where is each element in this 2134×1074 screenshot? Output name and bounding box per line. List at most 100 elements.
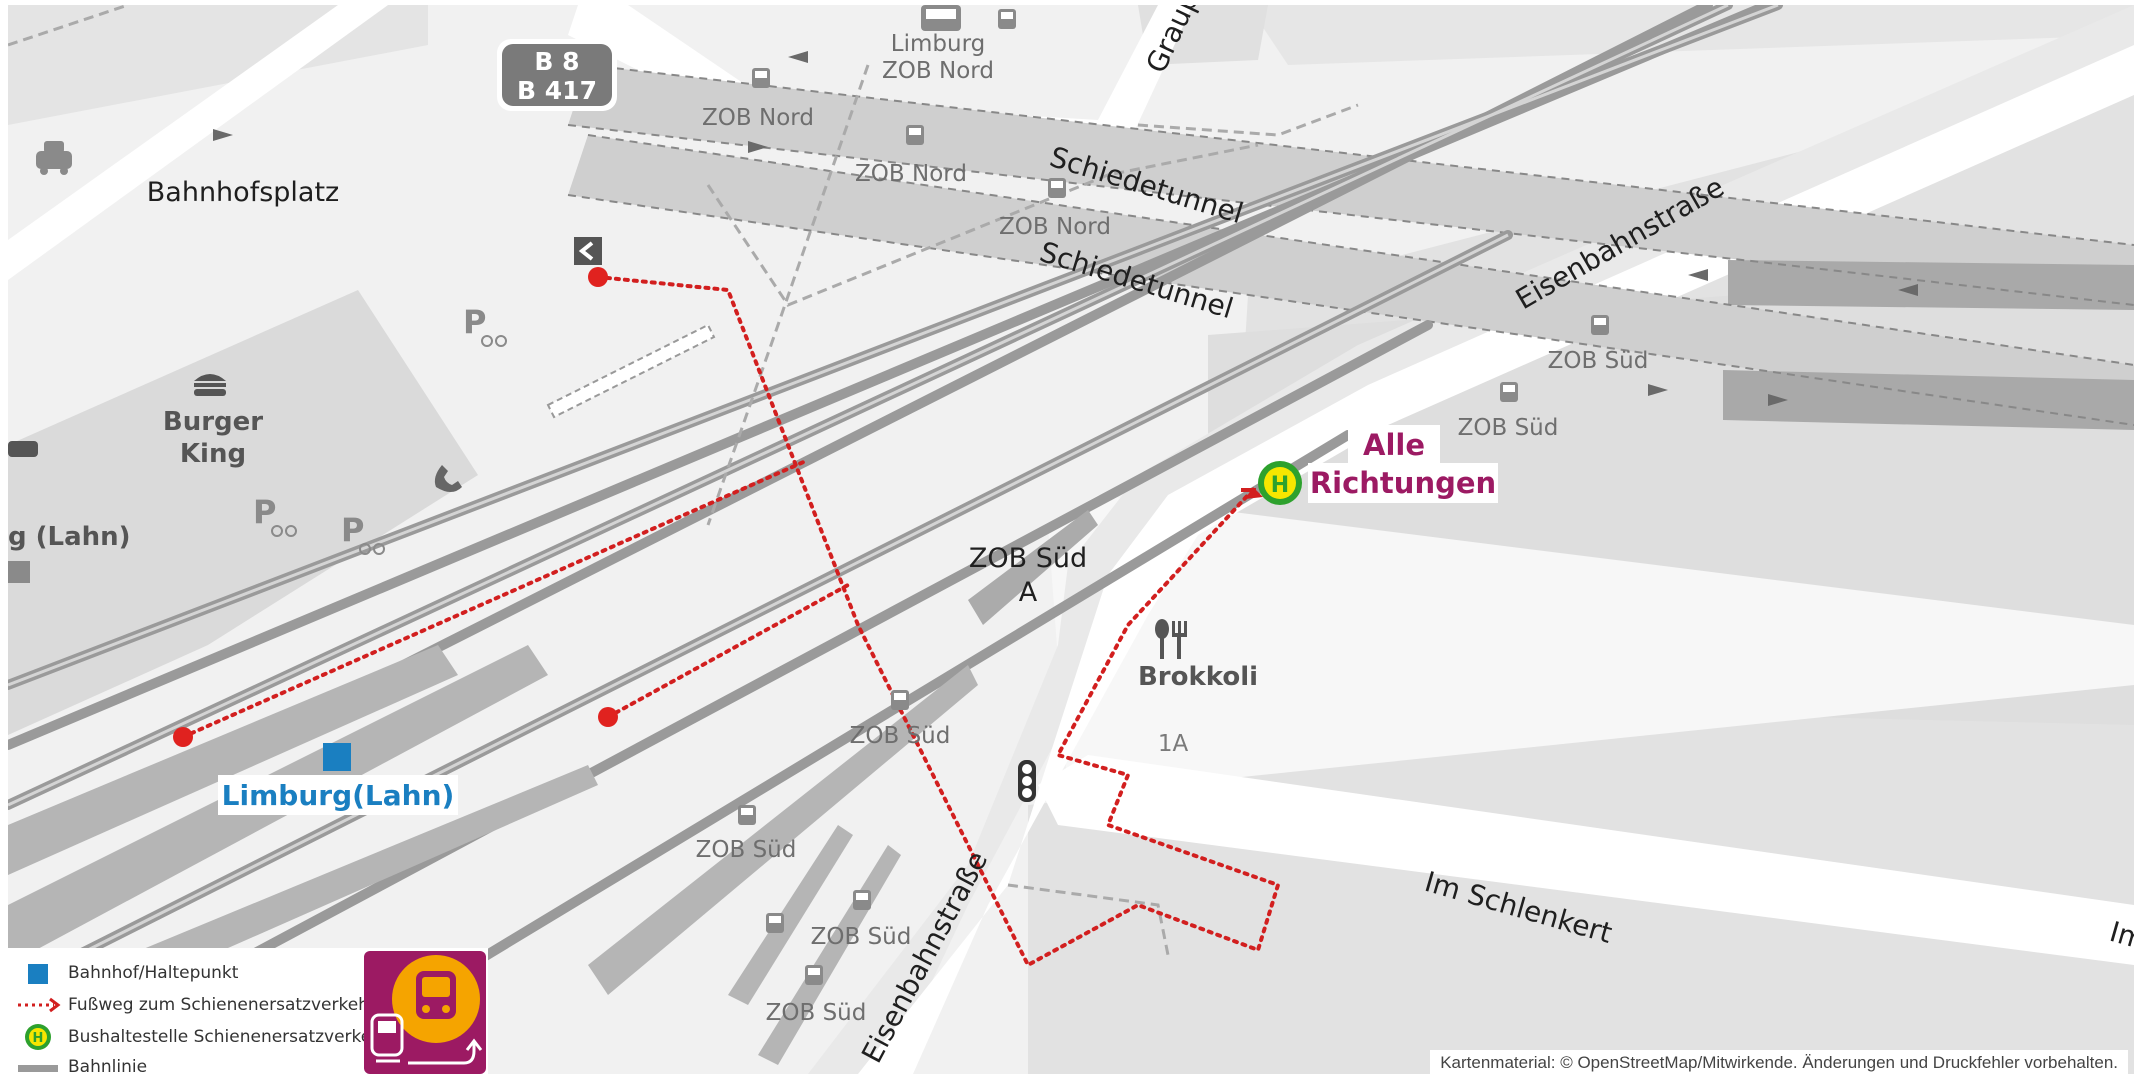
bus-platform-zob-sued-a <box>968 510 1098 625</box>
road-shield-b417: B 417 <box>517 76 597 105</box>
platform-1 <box>8 645 458 875</box>
map-canvas[interactable]: H Alle Richtungen Limburg(Lahn) B 8 B 41… <box>8 5 2134 1074</box>
legend-row-footpath: Fußweg zum Schienenersatzverkehr <box>8 990 376 1020</box>
station-label: Limburg(Lahn) <box>222 779 455 812</box>
legend-station-label: Bahnhof/Haltepunkt <box>68 963 239 983</box>
tunnel-edge-2 <box>567 124 2134 306</box>
block-station-building <box>8 290 478 735</box>
bus-icon <box>738 805 756 825</box>
footpath-sev <box>181 275 1281 968</box>
dest-label-alle: Alle <box>1363 428 1425 462</box>
legend-bus-stop-icon: H <box>8 1022 68 1052</box>
taxi-icon <box>36 141 72 175</box>
road-bahnhofsplatz <box>8 5 388 280</box>
label-zob-nord-2: ZOB Nord <box>855 161 967 187</box>
tunnel-portal-upper <box>1728 260 2134 310</box>
svg-text:P: P <box>463 303 486 341</box>
tunnel-portal-lower <box>1723 370 2134 430</box>
station-label-bg <box>218 775 458 815</box>
telephone-icon <box>434 465 462 492</box>
label-king: King <box>180 439 246 469</box>
sev-bus-icon <box>370 955 483 1065</box>
map-attribution: Kartenmaterial: © OpenStreetMap/Mitwirke… <box>1430 1050 2128 1074</box>
station-square-icon <box>323 743 351 771</box>
bus-icon <box>853 890 871 910</box>
grill-icon <box>8 441 38 457</box>
label-lahn-partial: g (Lahn) <box>8 522 131 552</box>
bus-platform-sued-2 <box>728 825 853 1005</box>
legend-rail-label: Bahnlinie <box>68 1057 148 1074</box>
bus-icon <box>998 9 1016 29</box>
tunnel-edge-1 <box>587 64 2134 246</box>
bus-stop-h-icon[interactable]: H <box>1258 461 1302 505</box>
burger-icon <box>194 374 226 396</box>
ticket-machine-icon <box>574 237 602 265</box>
label-zob-sued-6: ZOB Süd <box>766 1000 867 1026</box>
bus-icon <box>921 5 961 31</box>
label-zob-sued-5: ZOB Süd <box>811 924 912 950</box>
footpath-start-1 <box>588 267 608 287</box>
parking-bike-icon: P <box>341 511 385 555</box>
bus-platform-outline <box>546 323 716 419</box>
road-im-schlenkert <box>1038 755 2134 965</box>
restaurant-icon <box>1155 619 1187 659</box>
dest-label-richtungen: Richtungen <box>1310 466 1496 500</box>
legend-footpath-icon <box>8 990 68 1020</box>
label-zob-sued-1: ZOB Süd <box>1548 348 1649 374</box>
legend-rail-icon <box>8 1052 68 1074</box>
label-zob-nord-top: ZOB Nord <box>882 58 994 84</box>
schiedetunnel-lower <box>568 135 2134 425</box>
bus-icon <box>805 965 823 985</box>
footpath-arrow <box>1245 487 1263 499</box>
bus-icon <box>891 690 909 710</box>
bus-icon <box>1591 315 1609 335</box>
label-bahnhofsplatz: Bahnhofsplatz <box>147 177 339 208</box>
dest-label-bg-2 <box>1308 463 1498 503</box>
label-zob-sued-a-letter: A <box>1019 577 1038 608</box>
legend-footpath-label: Fußweg zum Schienenersatzverkehr <box>68 995 376 1015</box>
tunnel-edge-3 <box>587 134 2134 366</box>
legend-bus-stop-label: Bushaltestelle Schienenersatzverkehr <box>68 1027 390 1047</box>
railway-track-centerlines <box>8 5 1779 967</box>
bus-icon <box>906 125 924 145</box>
tunnel-direction-arrows <box>213 51 1918 406</box>
footpath-start-3 <box>598 707 618 727</box>
bus-icon <box>766 913 784 933</box>
label-zob-nord-1: ZOB Nord <box>702 105 814 131</box>
bus-icon <box>1500 382 1518 402</box>
legend-row-station: Bahnhof/Haltepunkt <box>8 958 238 988</box>
station-square-partial-icon <box>8 561 30 583</box>
svg-text:H: H <box>1271 473 1289 498</box>
legend-row-bus-stop: H Bushaltestelle Schienenersatzverkehr <box>8 1022 389 1052</box>
legend-row-rail: Bahnlinie <box>8 1052 147 1074</box>
parking-bike-icon: P <box>463 303 507 347</box>
sev-badge <box>364 951 486 1074</box>
label-limburg: Limburg <box>891 31 985 57</box>
legend-station-icon <box>8 958 68 988</box>
svg-text:P: P <box>253 493 276 531</box>
label-burger: Burger <box>163 407 263 437</box>
road-schlenkert-area <box>1048 495 2134 795</box>
bus-icon <box>1048 178 1066 198</box>
bus-stop-icons <box>738 5 1609 985</box>
dest-label-bg-1 <box>1348 425 1440 465</box>
svg-text:P: P <box>341 511 364 549</box>
svg-text:H: H <box>33 1031 44 1046</box>
parking-bike-icon: P <box>253 493 297 537</box>
label-zob-sued-3: ZOB Süd <box>850 723 951 749</box>
label-zob-nord-3: ZOB Nord <box>999 214 1111 240</box>
label-zob-sued-2: ZOB Süd <box>1458 415 1559 441</box>
bus-icon <box>752 68 770 88</box>
label-house-1a: 1A <box>1158 731 1189 757</box>
traffic-light-icon <box>1018 760 1036 802</box>
road-eisenbahnstrasse <box>858 45 2134 1074</box>
footways <box>8 5 1359 956</box>
label-zob-sued-4: ZOB Süd <box>696 837 797 863</box>
label-zob-sued-a: ZOB Süd <box>969 543 1087 574</box>
bus-platform-sued-1 <box>588 665 978 995</box>
road-shield: B 8 B 417 <box>497 39 617 111</box>
label-brokkoli: Brokkoli <box>1138 662 1258 692</box>
road-shield-b8: B 8 <box>534 47 579 76</box>
footpath-start-2 <box>173 727 193 747</box>
